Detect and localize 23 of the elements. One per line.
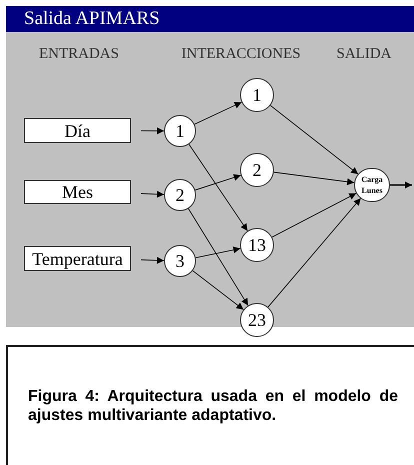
title-bar: Salida APIMARS xyxy=(6,6,414,32)
arrow xyxy=(140,190,164,198)
arrow xyxy=(140,127,164,134)
arrow xyxy=(390,182,412,188)
input-box: Día xyxy=(24,118,131,143)
arrow xyxy=(273,172,355,186)
output-node: Carga Lunes xyxy=(354,168,390,202)
arrow xyxy=(268,198,362,308)
caption: Figura 4: Arquitectura usada en el modelo de ajustes multivariante adaptativo. xyxy=(28,387,398,425)
arrow xyxy=(188,144,248,232)
column-heading: INTERACCIONES xyxy=(180,45,302,64)
arrow xyxy=(194,102,242,125)
arrow xyxy=(140,256,164,264)
arrow xyxy=(195,246,241,258)
input-box: Temperatura xyxy=(24,246,131,271)
arrow xyxy=(272,192,357,238)
arrow xyxy=(188,208,248,306)
arrow xyxy=(194,174,242,190)
column-heading: SALIDA xyxy=(336,45,392,64)
column-heading: ENTRADAS xyxy=(38,45,120,64)
arrow xyxy=(192,270,244,310)
arrow xyxy=(270,105,359,175)
input-box: Mes xyxy=(24,180,131,204)
